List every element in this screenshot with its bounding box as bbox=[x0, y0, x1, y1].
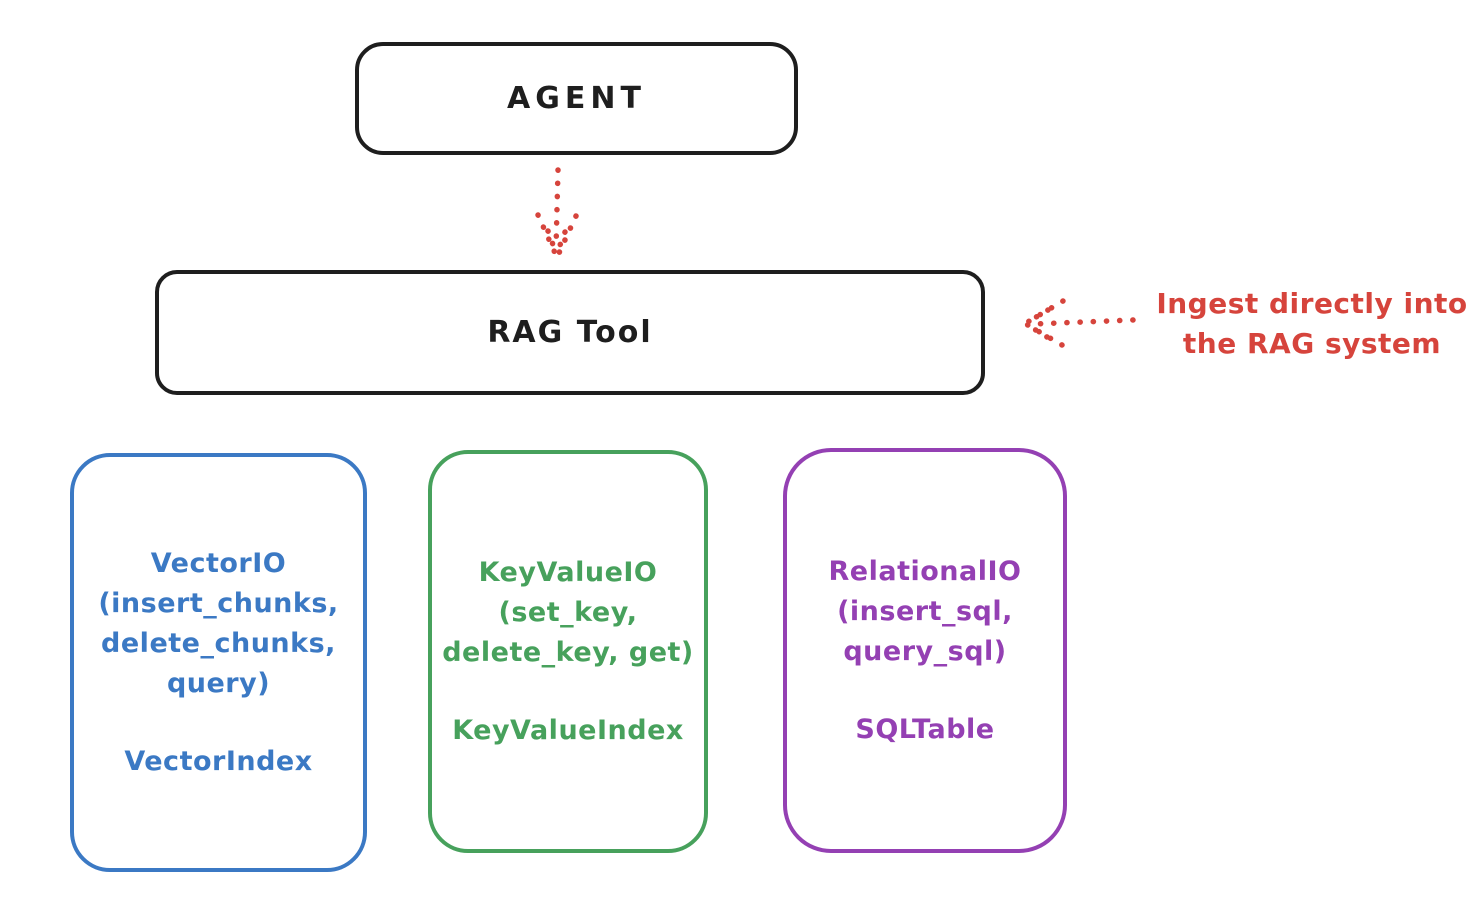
ingest-annotation: Ingest directly into the RAG system bbox=[1156, 287, 1468, 360]
vector-io-label: VectorIO (insert_chunks, delete_chunks, … bbox=[98, 547, 339, 699]
relational-io-box: RelationalIO (insert_sql, query_sql) SQL… bbox=[783, 448, 1067, 853]
left-arrow-icon bbox=[1023, 298, 1136, 348]
agent-box-label: AGENT bbox=[507, 81, 646, 116]
agent-box: AGENT bbox=[355, 42, 798, 155]
relational-index-label: SQLTable bbox=[855, 713, 995, 745]
keyvalue-io-label: KeyValueIO (set_key, delete_key, get) bbox=[442, 556, 694, 668]
relational-io-label: RelationalIO (insert_sql, query_sql) bbox=[828, 555, 1022, 667]
keyvalue-io-box: KeyValueIO (set_key, delete_key, get) Ke… bbox=[428, 450, 708, 853]
rag-tool-box-label: RAG Tool bbox=[487, 315, 653, 350]
down-arrow-icon bbox=[535, 167, 579, 256]
vector-index-label: VectorIndex bbox=[124, 745, 313, 777]
rag-tool-box: RAG Tool bbox=[155, 270, 985, 395]
keyvalue-index-label: KeyValueIndex bbox=[452, 714, 684, 746]
vector-io-box: VectorIO (insert_chunks, delete_chunks, … bbox=[70, 453, 367, 872]
